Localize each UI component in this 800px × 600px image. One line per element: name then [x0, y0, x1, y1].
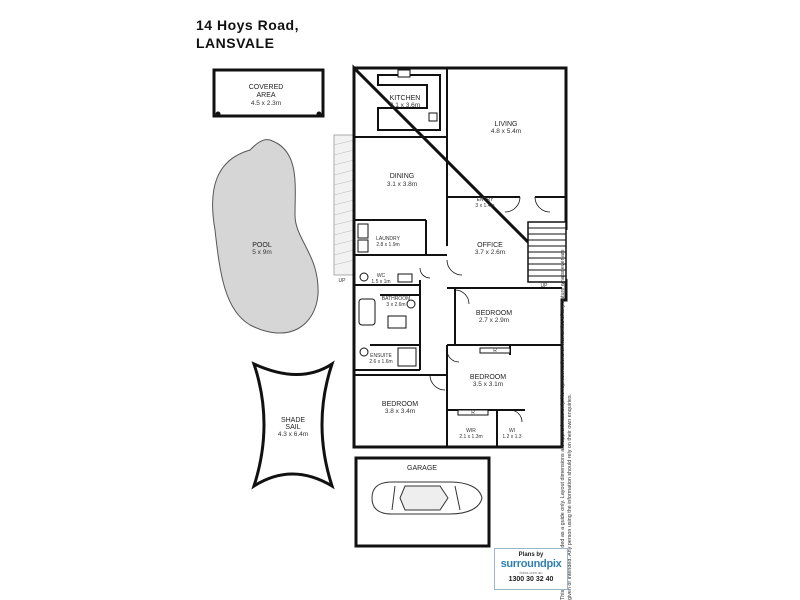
door-swings [419, 196, 551, 423]
entry-stairs [527, 221, 567, 283]
covered-area: COVERED AREA 4.5 x 2.3m [212, 68, 325, 118]
dining-name: DINING [390, 173, 415, 180]
wir-name: WIR [466, 428, 476, 434]
covered-name-2: AREA [256, 92, 275, 99]
wi-dim: 1.2 x 1.3 [502, 434, 521, 440]
wir-dim: 2.1 x 1.3m [459, 434, 482, 440]
brand-sub: fotos.com.au [519, 570, 543, 575]
disclaimer: This floor plan is intended as a guide o… [560, 249, 573, 600]
address-line-1: 14 Hoys Road, [196, 17, 299, 33]
wi-name: WI [509, 428, 515, 434]
brand-logo: surroundpix [500, 558, 562, 570]
kitchen-name: KITCHEN [390, 95, 421, 102]
laundry-dim: 2.8 x 1.9m [376, 242, 399, 248]
bedroom1-dim: 2.7 x 2.9m [479, 317, 509, 324]
kitchen-dim: 3.1 x 3.6m [390, 102, 420, 109]
ensuite-dim: 2.6 x 1.6m [369, 359, 392, 365]
covered-dim: 4.5 x 2.3m [251, 100, 281, 107]
garage: GARAGE [354, 456, 491, 548]
entry-dim: 3 x 1.4m [475, 203, 494, 209]
bedroom1-name: BEDROOM [476, 310, 512, 317]
pool-dim: 5 x 9m [252, 249, 272, 256]
brand-phone: 1300 30 32 40 [508, 576, 554, 583]
pool: POOL 5 x 9m [212, 139, 319, 334]
ensuite-name: ENSUITE [370, 353, 392, 359]
plans-by-label: Plans by [518, 552, 544, 558]
shade-name-2: SAIL [285, 424, 300, 431]
living-name: LIVING [495, 121, 518, 128]
house-walls [352, 64, 568, 449]
car-icon [371, 481, 483, 515]
address-line-2: LANSVALE [196, 35, 275, 51]
bedroom2-name: BEDROOM [470, 374, 506, 381]
kitchen-bench [377, 69, 441, 131]
shade-sail: SHADE SAIL 4.3 x 6.4m [251, 360, 335, 490]
covered-name-1: COVERED [249, 84, 284, 91]
wc-name: WC [377, 273, 386, 279]
robe-label-2: R [471, 410, 475, 416]
dining-dim: 3.1 x 3.8m [387, 181, 417, 188]
pool-name: POOL [252, 242, 272, 249]
up-marker-right: UP [541, 283, 549, 289]
brand-box: Plans by surroundpix fotos.com.au 1300 3… [494, 548, 568, 590]
bedroom3-name: BEDROOM [382, 401, 418, 408]
bedroom2-dim: 3.5 x 3.1m [473, 381, 503, 388]
deck [333, 134, 355, 276]
bathroom-name: BATHROOM [382, 296, 411, 302]
shade-name-1: SHADE [281, 417, 305, 424]
fixtures [357, 223, 417, 367]
bathroom-dim: 3 x 2.6m [386, 302, 405, 308]
bedroom3-dim: 3.8 x 3.4m [385, 408, 415, 415]
room-labels: KITCHEN 3.1 x 3.6m LIVING 4.8 x 5.4m DIN… [339, 95, 549, 440]
office-dim: 3.7 x 2.6m [475, 249, 505, 256]
wc-dim: 1.5 x 1m [371, 279, 390, 285]
robe-markers [457, 347, 511, 416]
robe-label-1: R [493, 348, 497, 354]
entry-name: ENTRY [477, 197, 495, 203]
office-name: OFFICE [477, 242, 503, 249]
laundry-name: LAUNDRY [376, 236, 400, 242]
up-marker-left: UP [339, 278, 347, 284]
garage-name: GARAGE [407, 465, 437, 472]
shade-dim: 4.3 x 6.4m [278, 431, 308, 438]
living-dim: 4.8 x 5.4m [491, 128, 521, 135]
